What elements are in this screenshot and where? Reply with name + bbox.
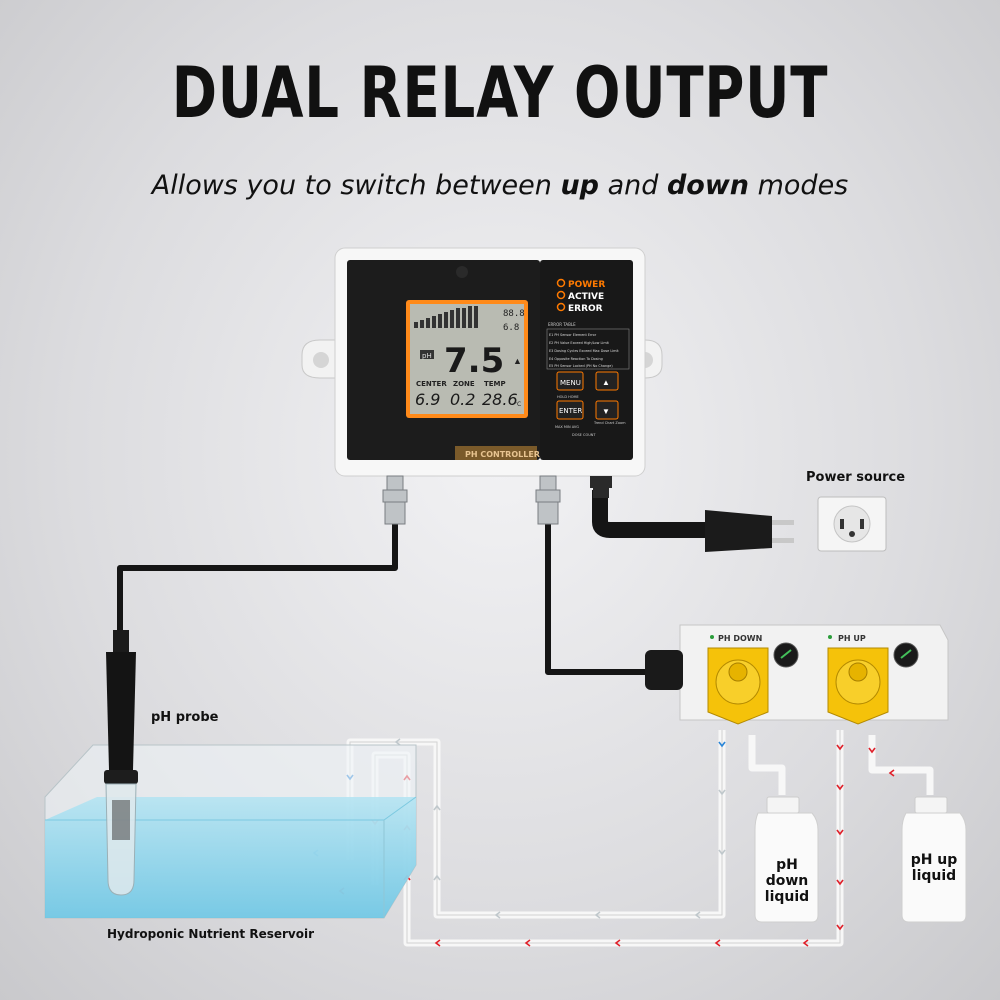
ph-up-liquid-label: pH up liquid — [910, 852, 958, 884]
down-suction-tube — [748, 735, 786, 795]
led-error-label: ERROR — [568, 304, 603, 314]
page-title: DUAL RELAY OUTPUT — [171, 52, 829, 134]
ph-down-bottle — [754, 796, 819, 923]
probe-cable — [117, 520, 398, 630]
reservoir-label: Hydroponic Nutrient Reservoir — [107, 927, 315, 941]
ph-controller: 88.8 6.8 pH 7.5 ▲ CENTER ZONE TEMP 6.9 0… — [301, 247, 663, 525]
ph-down-pump-head — [707, 647, 769, 725]
enter-button[interactable] — [556, 400, 584, 420]
lcd-value-center: 6.9 — [415, 390, 440, 409]
error-row-2: E2 PH Value Exceed High/Low Limit — [549, 341, 610, 345]
error-table-title: ERROR TABLE — [548, 322, 576, 327]
lcd-main-value: 7.5 — [444, 341, 504, 381]
ph-down-pump-label: PH DOWN — [718, 634, 762, 643]
probe-connector — [382, 475, 408, 525]
power-plug — [705, 510, 794, 552]
menu-button[interactable] — [556, 371, 584, 391]
page-subtitle: Allows you to switch between up and down… — [151, 170, 849, 201]
power-source-label: Power source — [806, 470, 906, 485]
lcd-up-indicator: ▲ — [513, 356, 522, 366]
lcd-value-temp: 28.6 — [482, 390, 518, 409]
brand-label: PH CONTROLLER — [465, 450, 540, 459]
dose-count-label: DOSE COUNT — [572, 433, 596, 437]
ph-up-pump-label: PH UP — [838, 634, 866, 643]
down-button[interactable] — [595, 400, 619, 420]
lcd-label-zone: ZONE — [453, 380, 475, 388]
trend-label: Trend Chart Zoom — [593, 421, 626, 425]
led-power-label: POWER — [568, 280, 605, 290]
button-label: ▼ — [602, 407, 610, 416]
led-active-label: ACTIVE — [568, 292, 604, 302]
error-row-3: E3 Dosing Cycles Exceed Max Dose Limit — [549, 349, 619, 353]
button-label: MENU — [560, 379, 581, 387]
button-label: ENTER — [559, 407, 582, 415]
hold-home-label: HOLD HOME — [557, 395, 579, 399]
ph-probe — [104, 630, 138, 896]
trend-bars — [414, 306, 478, 328]
lcd-label-temp: TEMP — [484, 380, 506, 388]
lcd-ph-tag: pH — [422, 352, 432, 360]
button-label: ▲ — [602, 378, 610, 387]
ph-probe-label: pH probe — [151, 710, 219, 725]
error-row-1: E1 PH Sensor Element Error — [549, 333, 597, 337]
ph-down-liquid-label: pH down liquid — [764, 857, 810, 905]
power-outlet — [817, 496, 887, 552]
ph-up-pump-head — [827, 647, 889, 725]
error-row-5: E5 PH Sensor Locked (PH No Change) — [549, 364, 613, 368]
max-min-avg-label: MAX MIN AVG — [555, 425, 579, 429]
lcd-temp-unit: °C — [514, 401, 521, 408]
cables — [117, 490, 710, 675]
lcd-top-right-b: 6.8 — [503, 323, 519, 333]
relay-cable — [545, 520, 670, 675]
relay-connector — [535, 475, 561, 525]
error-row-4: E4 Opposite Reaction To Dosing — [549, 357, 603, 361]
ph-up-bottle — [901, 796, 967, 923]
lcd-label-center: CENTER — [416, 380, 447, 388]
dosing-pump-unit: PH DOWN PH UP — [645, 624, 949, 725]
nutrient-reservoir — [44, 744, 417, 919]
up-button[interactable] — [595, 371, 619, 391]
flow-arrows-grey — [394, 738, 726, 919]
power-cord — [592, 490, 710, 538]
power-gland — [590, 476, 612, 498]
lcd-top-right-a: 88.8 — [503, 309, 525, 319]
up-suction-tube — [868, 735, 934, 795]
lcd-value-zone: 0.2 — [450, 390, 475, 409]
